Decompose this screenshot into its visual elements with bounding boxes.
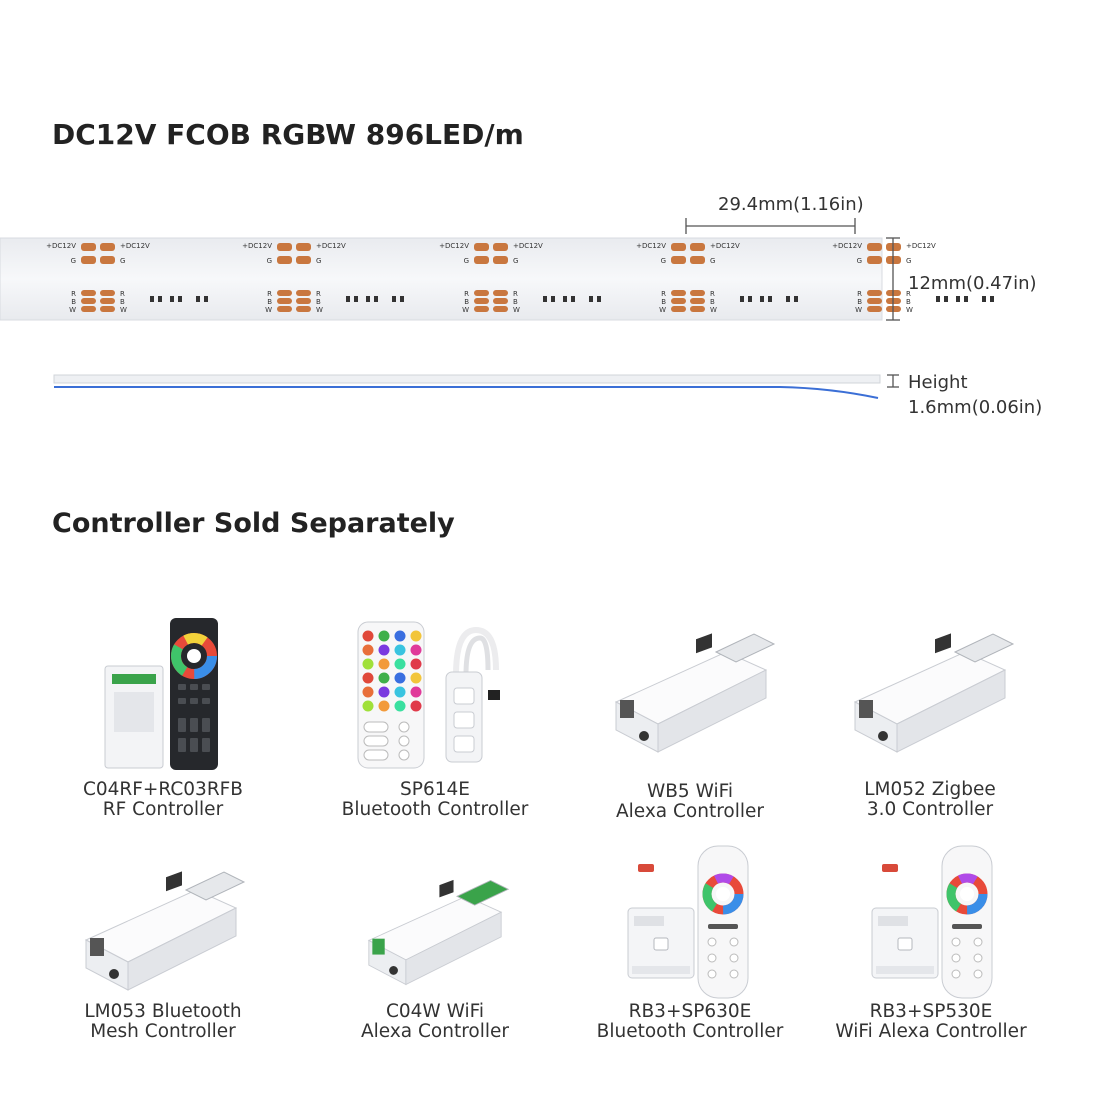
width-dimension: 12mm(0.47in) [908, 273, 1037, 294]
cut-length-dimension: 29.4mm(1.16in) [718, 194, 864, 215]
product-image-rb3-sp530e [871, 845, 993, 999]
pad-label: B [316, 298, 321, 306]
pad-label: R [857, 290, 862, 298]
product-name: C04W WiFi [385, 1001, 485, 1022]
pad-label: W [855, 306, 862, 314]
pad-label: G [464, 257, 469, 265]
pad-label: B [906, 298, 911, 306]
pad-label: G [661, 257, 666, 265]
pad-label: R [120, 290, 125, 298]
pad-label: W [265, 306, 272, 314]
pad-label: W [906, 306, 913, 314]
pad-label: R [316, 290, 321, 298]
pad-label: W [120, 306, 127, 314]
pad-label: +DC12V [710, 242, 740, 250]
pad-label: R [464, 290, 469, 298]
pad-label: +DC12V [513, 242, 543, 250]
product-caption-rb3-sp530e: RB3+SP530E WiFi Alexa Controller [815, 1002, 1047, 1042]
product-type: Alexa Controller [615, 801, 765, 822]
product-image-lm053 [84, 871, 246, 991]
product-type: Mesh Controller [90, 1021, 236, 1042]
product-image-c04rf-rc03rfb [104, 618, 218, 770]
pad-label: B [710, 298, 715, 306]
pad-label: W [710, 306, 717, 314]
pad-label: G [906, 257, 911, 265]
pad-label: G [71, 257, 76, 265]
product-type: Alexa Controller [360, 1021, 510, 1042]
pad-label: R [267, 290, 272, 298]
pad-label: B [661, 298, 666, 306]
strip-body [0, 237, 883, 321]
pad-label: B [464, 298, 469, 306]
pad-label: +DC12V [46, 242, 76, 250]
product-type: 3.0 Controller [866, 799, 994, 820]
product-caption-wb5: WB5 WiFi Alexa Controller [590, 782, 790, 822]
pad-label: +DC12V [906, 242, 936, 250]
controllers-heading: Controller Sold Separately [52, 508, 455, 539]
pad-label: W [513, 306, 520, 314]
pad-label: W [69, 306, 76, 314]
product-caption-c04rf: C04RF+RC03RFB RF Controller [63, 780, 263, 820]
product-type: RF Controller [102, 799, 224, 820]
pad-label: R [710, 290, 715, 298]
height-value: 1.6mm(0.06in) [908, 397, 1043, 418]
pad-label: +DC12V [120, 242, 150, 250]
pad-label: +DC12V [636, 242, 666, 250]
pad-label: G [857, 257, 862, 265]
led-strip-side-view [53, 374, 899, 399]
product-image-sp614e [357, 621, 500, 769]
product-image-c04w [367, 879, 510, 986]
pad-label: B [120, 298, 125, 306]
product-name: LM052 Zigbee [864, 779, 996, 800]
pad-label: G [316, 257, 321, 265]
pad-label: R [906, 290, 911, 298]
product-caption-rb3-sp630e: RB3+SP630E Bluetooth Controller [580, 1002, 800, 1042]
pad-label: B [857, 298, 862, 306]
product-image-rb3-sp630e [627, 845, 749, 999]
product-caption-lm052: LM052 Zigbee 3.0 Controller [830, 780, 1030, 820]
product-name: RB3+SP630E [628, 1001, 752, 1022]
product-type: Bluetooth Controller [341, 799, 529, 820]
pad-label: G [710, 257, 715, 265]
pad-label: R [513, 290, 518, 298]
product-image-lm052 [853, 633, 1015, 753]
product-type: Bluetooth Controller [596, 1021, 784, 1042]
pad-label: B [267, 298, 272, 306]
pad-label: G [513, 257, 518, 265]
page-title: DC12V FCOB RGBW 896LED/m [52, 118, 524, 151]
pad-label: W [316, 306, 323, 314]
height-label: Height [908, 372, 968, 393]
product-caption-sp614e: SP614E Bluetooth Controller [325, 780, 545, 820]
pad-label: W [659, 306, 666, 314]
product-name: SP614E [400, 779, 470, 800]
pad-label: +DC12V [316, 242, 346, 250]
product-caption-c04w: C04W WiFi Alexa Controller [335, 1002, 535, 1042]
product-image-wb5 [614, 633, 776, 753]
product-name: RB3+SP530E [869, 1001, 993, 1022]
pad-label: G [120, 257, 125, 265]
pad-label: W [462, 306, 469, 314]
product-type: WiFi Alexa Controller [835, 1021, 1027, 1042]
pad-label: +DC12V [832, 242, 862, 250]
pad-label: G [267, 257, 272, 265]
product-name: C04RF+RC03RFB [82, 779, 244, 800]
pad-label: B [513, 298, 518, 306]
product-caption-lm053: LM053 Bluetooth Mesh Controller [63, 1002, 263, 1042]
product-name: LM053 Bluetooth [84, 1001, 242, 1022]
pad-label: R [661, 290, 666, 298]
pad-label: +DC12V [242, 242, 272, 250]
pad-label: +DC12V [439, 242, 469, 250]
pad-label: B [71, 298, 76, 306]
product-name: WB5 WiFi [646, 781, 734, 802]
pad-label: R [71, 290, 76, 298]
